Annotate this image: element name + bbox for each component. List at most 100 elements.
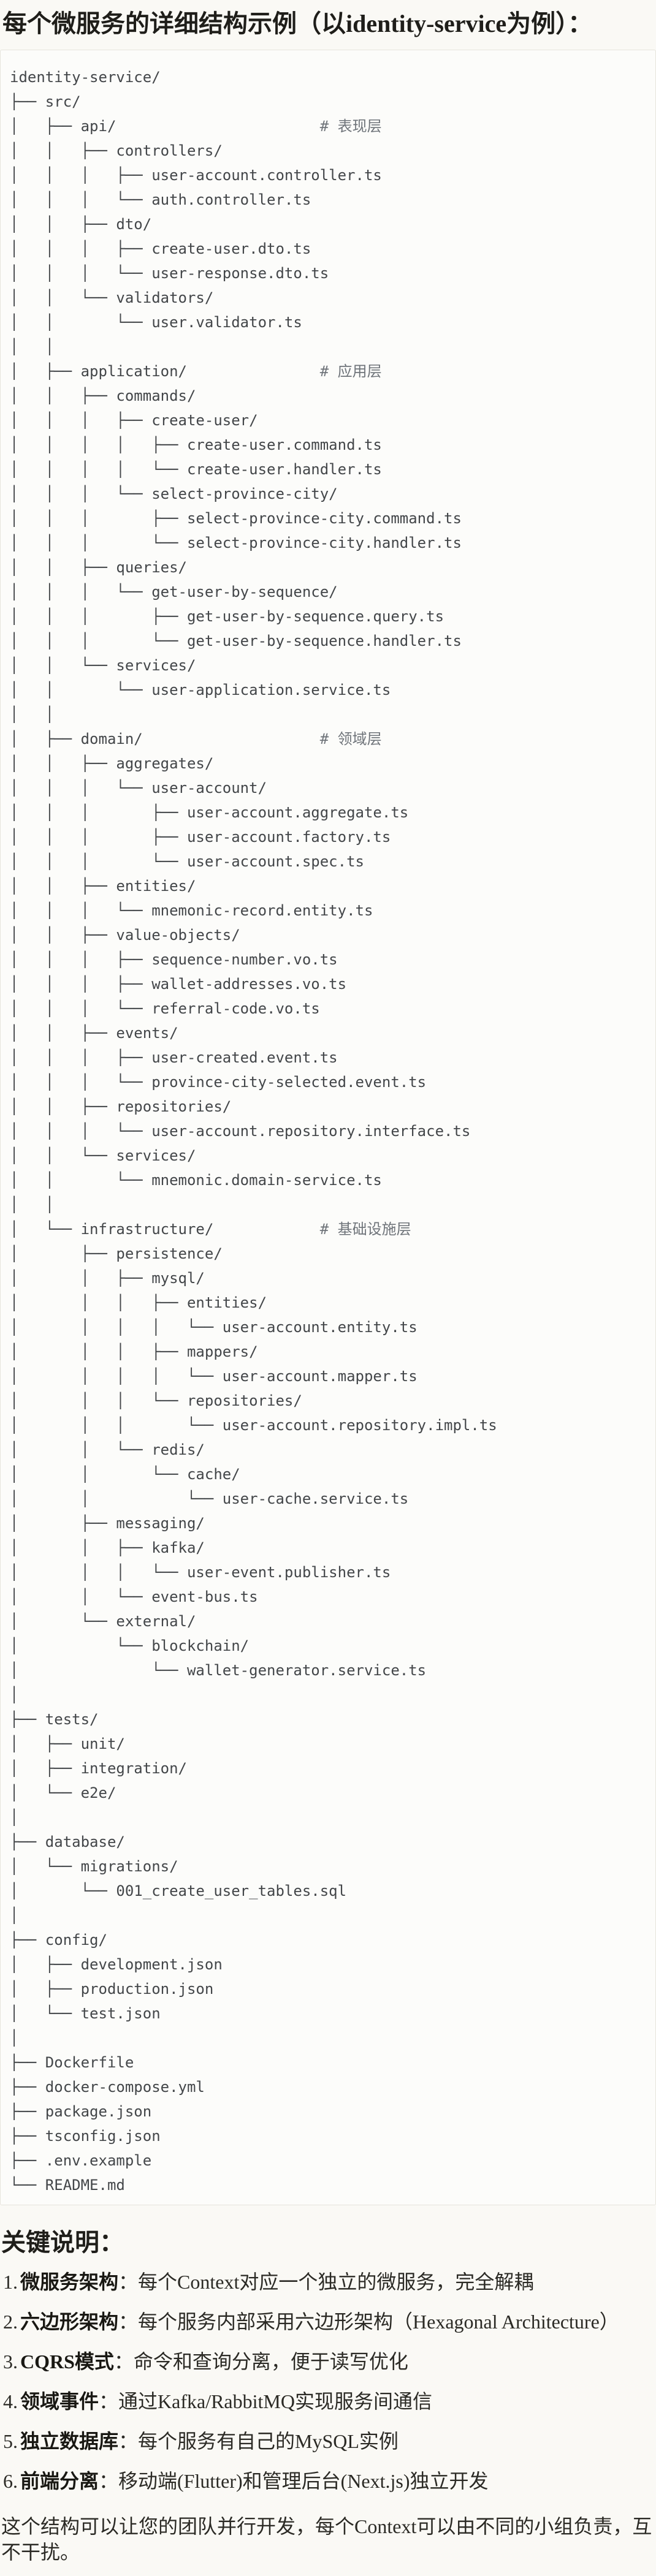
tree-line: │ └── test.json: [10, 2005, 161, 2022]
tree-line: │ └── migrations/: [10, 1858, 178, 1875]
tree-line: │ └── e2e/: [10, 1784, 116, 1801]
tree-line: │ │ │ ├── create-user/: [10, 412, 258, 429]
tree-line: │: [10, 2029, 19, 2047]
tree-line: │ ├── development.json: [10, 1956, 223, 1973]
tree-line: ├── database/: [10, 1833, 125, 1851]
tree-line: │ │: [10, 706, 55, 723]
tree-line: │: [10, 1907, 19, 1924]
tree-line: │ │ │ └── user-account.repository.impl.t…: [10, 1417, 497, 1434]
tree-line: ├── tests/: [10, 1711, 99, 1728]
tree-comment: # 基础设施层: [319, 1221, 411, 1238]
note-item-4: 4.领域事件：通过Kafka/RabbitMQ实现服务间通信: [0, 2388, 656, 2414]
tree-line: │ │ ├── events/: [10, 1025, 178, 1042]
tree-line: │ │ │ ├── user-account.factory.ts: [10, 828, 391, 846]
note-label: 六边形架构: [20, 2311, 119, 2333]
tree-line: │ └── 001_create_user_tables.sql: [10, 1882, 347, 1900]
tree-line: │ │ ├── repositories/: [10, 1098, 232, 1115]
tree-line: │ └── blockchain/: [10, 1637, 250, 1654]
tree-line: │ │ ├── entities/: [10, 877, 196, 895]
tree-line: │ │ └── services/: [10, 1147, 196, 1164]
tree-comment: # 领域层: [319, 730, 382, 748]
note-number: 3.: [3, 2351, 18, 2373]
tree-line: │ │ │ └── get-user-by-sequence/: [10, 583, 338, 600]
tree-line: │ │ │ │ └── user-account.mapper.ts: [10, 1368, 418, 1385]
note-item-3: 3.CQRS模式：命令和查询分离，便于读写优化: [0, 2349, 656, 2374]
notes-heading: 关键说明：: [1, 2229, 124, 2256]
tree-line: │ └── wallet-generator.service.ts: [10, 1662, 427, 1679]
tree-line: │ │ │ ├── user-account.controller.ts: [10, 167, 382, 184]
tree-line: ├── config/: [10, 1931, 107, 1949]
note-item-1: 1.微服务架构：每个Context对应一个独立的微服务，完全解耦: [0, 2269, 656, 2295]
tree-comment: # 表现层: [319, 118, 382, 135]
tree-line: │ ├── production.json: [10, 1980, 214, 1998]
tree-line: │ │ │ └── province-city-selected.event.t…: [10, 1074, 427, 1091]
tree-line: │ │ │ └── select-province-city.handler.t…: [10, 534, 462, 551]
note-label: 领域事件: [20, 2390, 99, 2412]
tree-line: │ │ │ ├── wallet-addresses.vo.ts: [10, 975, 347, 993]
tree-line: │ │ │ ├── sequence-number.vo.ts: [10, 951, 338, 968]
tree-line: │ │ │ ├── get-user-by-sequence.query.ts: [10, 608, 444, 625]
directory-tree-code-block: identity-service/ ├── src/ │ ├── api/ # 表现…: [0, 50, 656, 2205]
tree-line: │ │ │ ├── user-account.aggregate.ts: [10, 804, 409, 821]
tree-line: │ ├── domain/ # 领域层: [10, 727, 649, 751]
tree-line: identity-service/: [10, 69, 161, 86]
tree-line: │ │ └── services/: [10, 657, 196, 674]
tree-line: │ │ │ └── mnemonic-record.entity.ts: [10, 902, 373, 919]
tree-line: │ │ │ ├── select-province-city.command.t…: [10, 510, 462, 527]
tree-line: │ │ └── event-bus.ts: [10, 1588, 258, 1605]
note-item-6: 6.前端分离：移动端(Flutter)和管理后台(Next.js)独立开发: [0, 2468, 656, 2494]
tree-line: ├── src/: [10, 93, 81, 110]
tree-line: │ │ ├── dto/: [10, 216, 152, 233]
tree-line: │: [10, 1686, 19, 1703]
tree-line: │ │ ├── aggregates/: [10, 755, 214, 772]
tree-line: │ │ ├── queries/: [10, 559, 187, 576]
tree-line: │ │ │ ├── user-created.event.ts: [10, 1049, 338, 1066]
tree-line: │ ├── messaging/: [10, 1515, 205, 1532]
note-label: CQRS模式: [20, 2351, 114, 2373]
tree-line: │ │ ├── value-objects/: [10, 926, 240, 944]
tree-line: │ ├── persistence/: [10, 1245, 223, 1262]
tree-line: │ │ │ │ ├── create-user.command.ts: [10, 436, 382, 453]
tree-line: │ │ └── user-cache.service.ts: [10, 1490, 409, 1507]
note-text: ：每个服务有自己的MySQL实例: [118, 2430, 399, 2452]
note-text: ：每个服务内部采用六边形架构（Hexagonal Architecture）: [118, 2311, 619, 2333]
note-item-2: 2.六边形架构：每个服务内部采用六边形架构（Hexagonal Architec…: [0, 2309, 656, 2335]
tree-line: │ │ │ └── repositories/: [10, 1392, 302, 1409]
note-label: 独立数据库: [20, 2430, 119, 2452]
directory-tree: identity-service/ ├── src/ │ ├── api/ # 表现…: [10, 65, 649, 2197]
tree-line: │ │ │ └── user-response.dto.ts: [10, 265, 329, 282]
tree-line: │ │ └── user.validator.ts: [10, 314, 302, 331]
tree-line: │ ├── application/ # 应用层: [10, 359, 649, 384]
tree-line: │ │ │ ├── create-user.dto.ts: [10, 240, 311, 257]
tree-entry: │ ├── api/: [10, 118, 320, 135]
tree-line: │ │ │ │ └── user-account.entity.ts: [10, 1319, 418, 1336]
tree-line: │ │ │ └── referral-code.vo.ts: [10, 1000, 320, 1017]
tree-line: ├── .env.example: [10, 2152, 152, 2169]
note-text: ：移动端(Flutter)和管理后台(Next.js)独立开发: [99, 2470, 489, 2492]
note-item-5: 5.独立数据库：每个服务有自己的MySQL实例: [0, 2428, 656, 2454]
tree-line: │ │: [10, 338, 55, 355]
tree-line: │ │ │ ├── mappers/: [10, 1343, 258, 1360]
tree-comment: # 应用层: [319, 363, 382, 380]
note-number: 4.: [3, 2390, 18, 2412]
tree-line: │ │ └── cache/: [10, 1466, 240, 1483]
tree-line: ├── package.json: [10, 2103, 152, 2120]
note-label: 微服务架构: [20, 2271, 119, 2293]
tree-line: │ │ └── mnemonic.domain-service.ts: [10, 1172, 382, 1189]
tree-line: ├── Dockerfile: [10, 2054, 134, 2071]
tree-line: └── README.md: [10, 2176, 125, 2194]
tree-line: │ │ │ └── user-event.publisher.ts: [10, 1564, 391, 1581]
tree-line: │ │ │ ├── entities/: [10, 1294, 267, 1311]
tree-entry: │ ├── domain/: [10, 730, 320, 748]
note-number: 6.: [3, 2470, 18, 2492]
tree-line: ├── tsconfig.json: [10, 2127, 161, 2145]
tree-line: │ │ │ │ └── create-user.handler.ts: [10, 461, 382, 478]
tree-line: │ ├── api/ # 表现层: [10, 114, 649, 138]
tree-line: │ │ │ └── user-account.repository.interf…: [10, 1123, 471, 1140]
tree-line: │ │ │ └── user-account/: [10, 779, 267, 797]
note-text: ：每个Context对应一个独立的微服务，完全解耦: [118, 2271, 534, 2293]
tree-line: │ │ │ └── get-user-by-sequence.handler.t…: [10, 632, 462, 650]
tree-line: │ │ ├── mysql/: [10, 1270, 205, 1287]
tree-entry: │ ├── application/: [10, 363, 320, 380]
